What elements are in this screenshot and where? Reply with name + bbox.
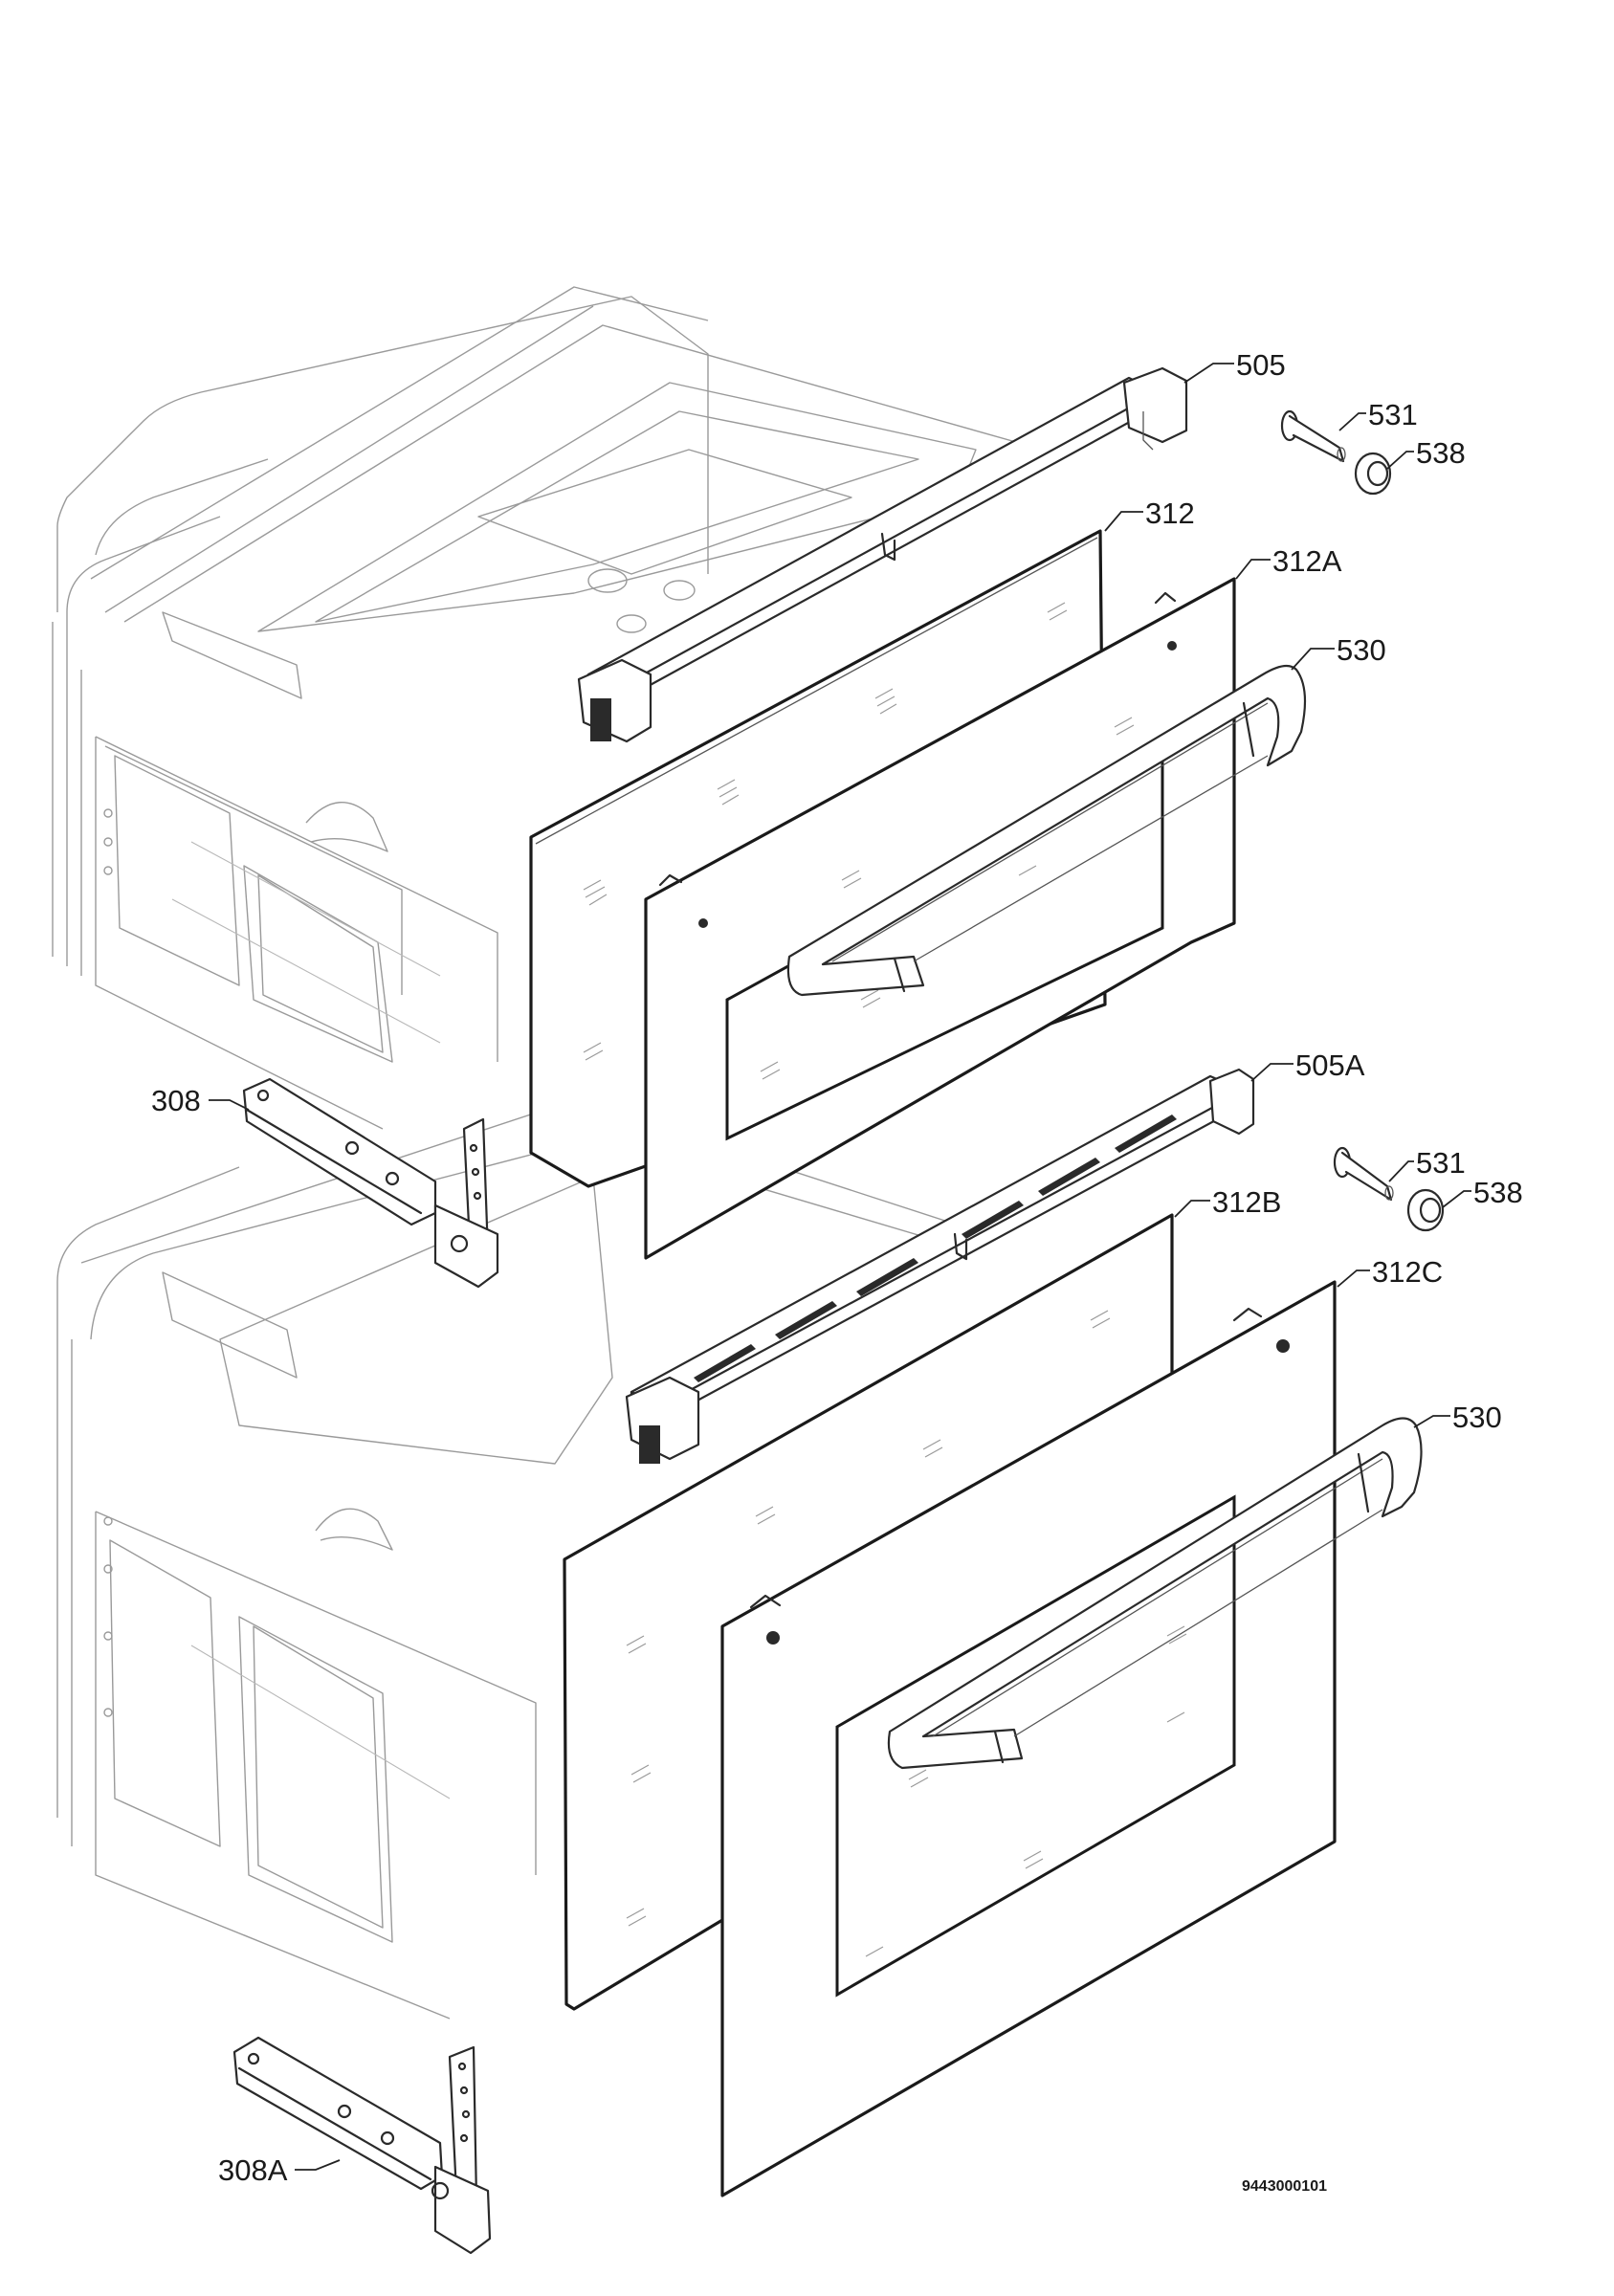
part-labels: 505 531 538 312 312A 530 308 505A 531 53…: [151, 348, 1523, 2195]
outer-glass-panel-312C: [720, 1280, 1337, 2197]
label-308: 308: [151, 1084, 201, 1117]
drawing-number: 9443000101: [1242, 2178, 1327, 2195]
handle-screw-531-lower: [1333, 1146, 1394, 1202]
label-530-top: 530: [1337, 633, 1386, 667]
leader-lines: [209, 363, 1471, 2171]
label-531-bottom: 531: [1416, 1146, 1466, 1180]
label-312: 312: [1145, 497, 1195, 530]
door-hinge-308: [242, 1077, 499, 1289]
label-538-bottom: 538: [1473, 1176, 1523, 1209]
screw-cap-538-lower: [1406, 1188, 1445, 1232]
label-312C: 312C: [1372, 1255, 1443, 1289]
upper-oven-cavity: [52, 286, 1044, 1130]
door-hinge-308A: [232, 2036, 492, 2255]
lower-trim-rail-505A: [625, 1068, 1255, 1464]
label-530-bottom: 530: [1452, 1401, 1502, 1434]
door-handle-530-upper: [786, 664, 1307, 997]
label-308A: 308A: [218, 2153, 288, 2187]
label-538-top: 538: [1416, 436, 1466, 470]
screw-cap-538-upper: [1354, 452, 1392, 496]
handle-screw-531-upper: [1280, 409, 1346, 463]
label-505: 505: [1236, 348, 1286, 382]
label-505A: 505A: [1295, 1049, 1365, 1082]
label-312B: 312B: [1212, 1185, 1281, 1219]
label-531-top: 531: [1368, 398, 1418, 431]
label-312A: 312A: [1272, 544, 1342, 578]
door-handle-530-lower: [887, 1417, 1423, 1770]
top-trim-rail-505: [577, 366, 1188, 743]
